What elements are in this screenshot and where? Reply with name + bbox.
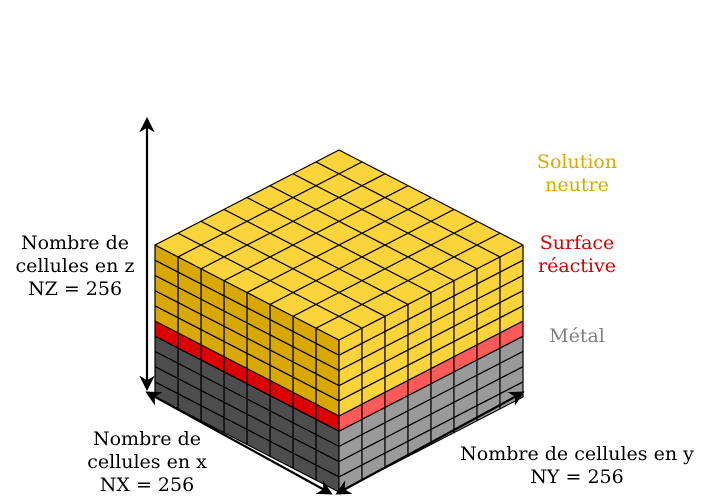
legend-metal-line1: Métal <box>549 325 605 347</box>
y-axis-label-line1: Nombre de cellules en y <box>460 443 694 465</box>
z-axis-label: Nombre de cellules en z NZ = 256 <box>0 232 150 301</box>
x-dimension-arrow <box>145 391 333 495</box>
legend-reactive-line1: Surface <box>539 232 615 254</box>
x-axis-label-line3: NX = 256 <box>99 474 195 496</box>
x-axis-label-line1: Nombre de <box>92 428 202 450</box>
z-axis-label-line1: Nombre de <box>20 232 130 254</box>
legend-solution-line1: Solution <box>536 151 618 173</box>
cell-top-solution <box>315 149 363 175</box>
y-axis-label: Nombre de cellules en y NY = 256 <box>446 443 708 489</box>
y-dimension-arrow <box>335 391 525 495</box>
legend-reactive-line2: réactive <box>538 255 616 277</box>
legend-metal: Métal <box>522 325 632 348</box>
y-axis-label-line2: NY = 256 <box>530 466 624 488</box>
legend-solution: Solution neutre <box>522 151 632 197</box>
z-axis-label-line2: cellules en z <box>15 255 135 277</box>
x-axis-label: Nombre de cellules en x NX = 256 <box>72 428 222 497</box>
z-axis-label-line3: NZ = 256 <box>27 278 123 300</box>
legend-reactive: Surface réactive <box>522 232 632 278</box>
x-axis-label-line2: cellules en x <box>87 451 207 473</box>
legend-solution-line2: neutre <box>545 174 609 196</box>
